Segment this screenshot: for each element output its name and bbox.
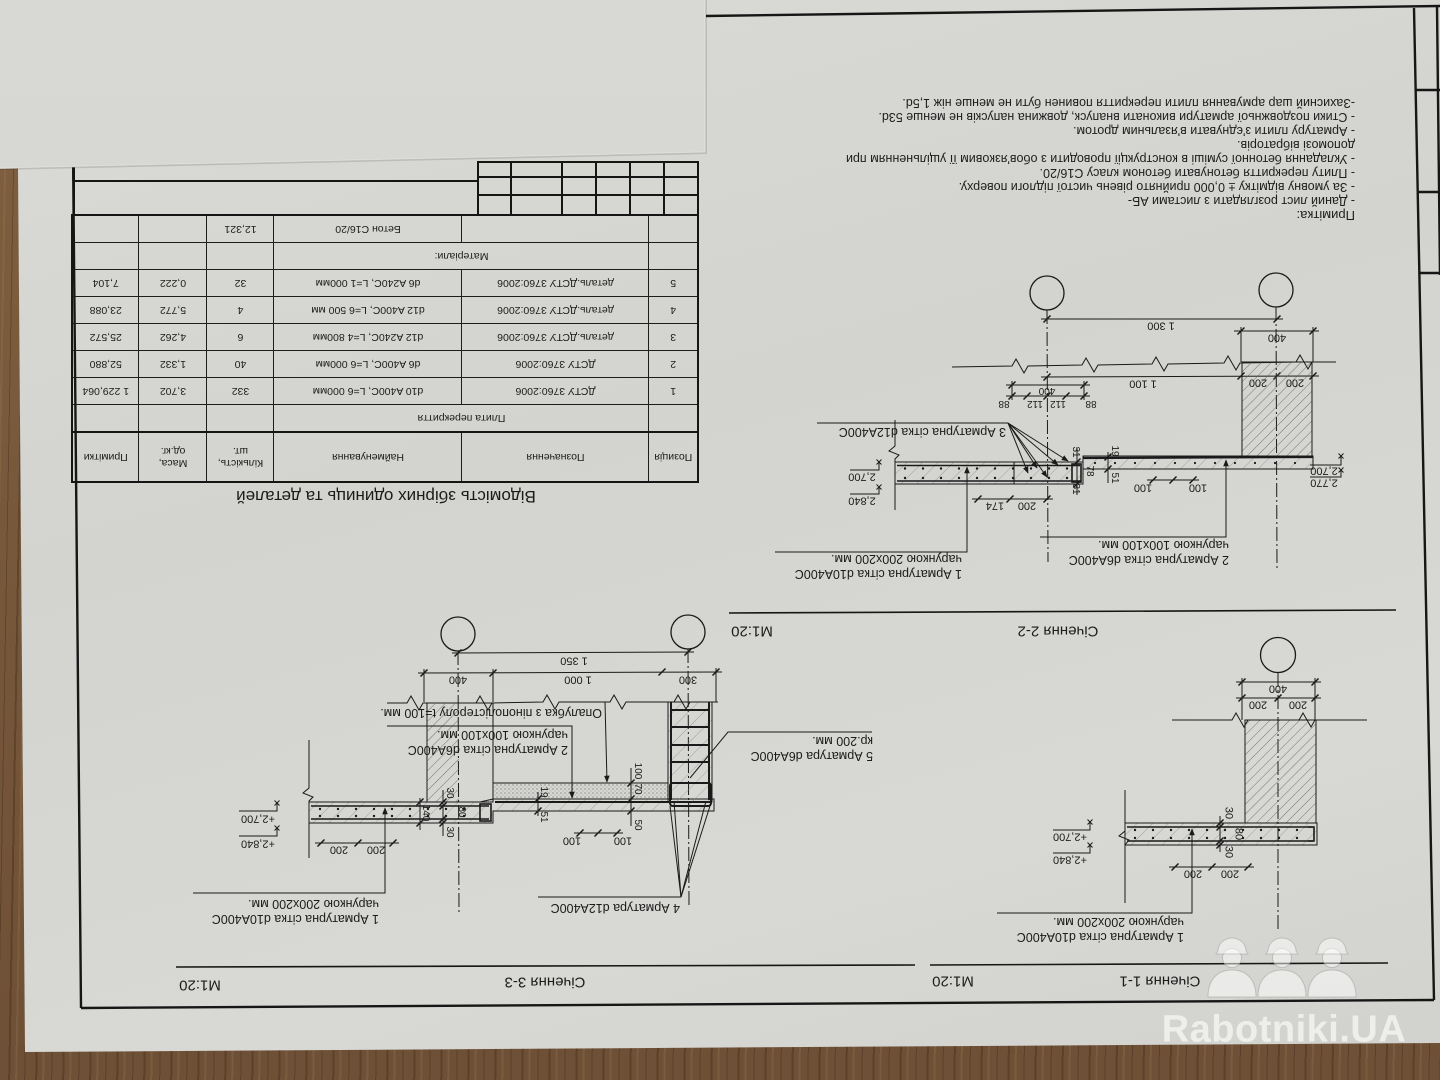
leader-line <box>680 800 707 898</box>
leader-line <box>680 805 711 898</box>
watermark-text: Rabotniki.UA <box>1161 1008 1407 1051</box>
level-mark <box>850 484 882 495</box>
cut-line <box>1118 790 1130 903</box>
break-line <box>951 353 1336 375</box>
rebar-hook <box>1308 826 1315 842</box>
wall-section <box>1241 361 1313 458</box>
leader-line <box>1007 422 1059 466</box>
level-mark <box>1310 467 1344 478</box>
worker-helmet <box>1215 937 1249 955</box>
worker-body <box>1307 969 1357 998</box>
level-mark <box>850 459 882 471</box>
worker-helmet <box>1315 937 1349 955</box>
leader-line <box>775 466 970 553</box>
level-mark <box>239 825 280 837</box>
wall-section <box>1244 719 1317 824</box>
leader-line <box>673 800 682 898</box>
section-2-2-underline <box>728 609 1397 614</box>
level-mark <box>1310 453 1344 466</box>
break-line <box>387 693 718 712</box>
section-2-2-drawing <box>775 272 1344 569</box>
section-1-1-drawing <box>997 636 1367 932</box>
worker-body <box>1257 969 1307 998</box>
frame-left-line <box>71 149 83 1009</box>
level-mark <box>1053 842 1093 854</box>
sheet-edge-shadow <box>0 0 707 170</box>
leader-line <box>997 828 1195 914</box>
axis-line <box>1046 309 1049 563</box>
cut-line <box>302 740 314 858</box>
frame-bottom-line <box>80 998 1435 1010</box>
worker-body <box>1207 969 1257 998</box>
axis-marker <box>1259 636 1297 674</box>
frame-right-line <box>1412 7 1436 1001</box>
leader-line <box>689 731 872 779</box>
leader-line <box>193 807 388 894</box>
sheet-edge-highlight <box>0 0 706 169</box>
frame-top-line <box>705 4 1440 18</box>
leader-line <box>1007 422 1048 478</box>
edge-column <box>667 701 713 803</box>
section-title-underlines <box>175 609 1397 968</box>
leader-line <box>669 805 682 898</box>
dimension-line <box>451 651 695 654</box>
section-3-3-underline <box>175 964 916 968</box>
level-mark <box>1053 819 1093 831</box>
wall-hatch <box>427 703 459 802</box>
section-1-1-underline <box>929 962 1389 966</box>
leader-line <box>387 725 575 799</box>
leader-line <box>604 701 610 783</box>
rebar-mesh <box>1082 455 1314 460</box>
sheet-frame <box>71 4 1440 1010</box>
edge-rebar-box <box>669 782 712 807</box>
worker-helmet <box>1265 937 1299 955</box>
axis-line <box>687 648 690 909</box>
cut-line <box>888 420 900 510</box>
leader-line <box>1040 459 1229 538</box>
dimension-line <box>417 671 723 674</box>
leader-line <box>1007 422 1029 474</box>
leader-line <box>1007 422 1069 462</box>
section-3-3-drawing <box>193 614 872 915</box>
level-mark <box>239 800 280 812</box>
edge-rebar-cage <box>479 803 492 822</box>
